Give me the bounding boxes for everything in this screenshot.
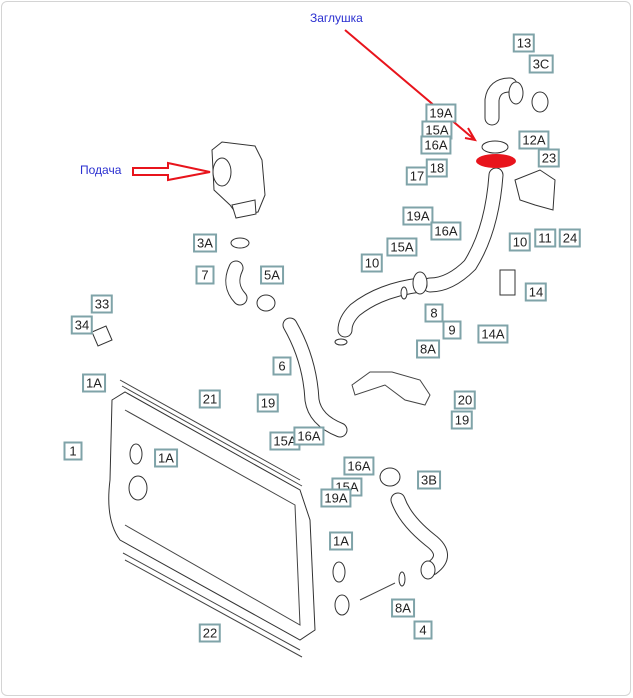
part-label[interactable]: 7 <box>195 265 215 285</box>
part-label[interactable]: 8A <box>416 339 440 359</box>
pipe-11 <box>422 167 556 296</box>
part-label[interactable]: 19A <box>402 206 434 226</box>
plug-annotation: Заглушка <box>310 11 363 25</box>
part-label[interactable]: 8A <box>391 598 415 618</box>
supply-arrow <box>132 161 211 182</box>
hose-4 <box>359 467 448 601</box>
supply-annotation: Подача <box>80 163 122 177</box>
part-label[interactable]: 24 <box>558 228 582 248</box>
part-label[interactable]: 10 <box>360 253 384 273</box>
part-label[interactable]: 22 <box>198 623 222 643</box>
part-label[interactable]: 19A <box>320 488 352 508</box>
part-label[interactable]: 16A <box>420 135 452 155</box>
part-label[interactable]: 16A <box>430 221 462 241</box>
part-label[interactable]: 10 <box>508 232 532 252</box>
part-label[interactable]: 1 <box>63 441 83 461</box>
part-label[interactable]: 23 <box>537 148 561 168</box>
hose-9 <box>334 271 428 346</box>
part-label[interactable]: 17 <box>405 166 429 186</box>
bracket-20 <box>351 371 431 406</box>
part-label[interactable]: 5A <box>260 265 284 285</box>
part-label[interactable]: 9 <box>442 320 462 340</box>
plug-marker <box>476 154 516 168</box>
part-label[interactable]: 3C <box>528 54 554 74</box>
part-label[interactable]: 14 <box>524 282 548 302</box>
part-label[interactable]: 21 <box>198 389 222 409</box>
part-label[interactable]: 20 <box>453 390 477 410</box>
part-label[interactable]: 15A <box>421 120 453 140</box>
part-label[interactable]: 33 <box>90 294 114 314</box>
part-label[interactable]: 1A <box>329 531 353 551</box>
elbow-hose-13 <box>481 77 549 154</box>
part-label[interactable]: 4 <box>413 620 433 640</box>
part-label[interactable]: 16A <box>293 426 325 446</box>
part-label[interactable]: 19 <box>450 410 474 430</box>
part-label[interactable]: 3B <box>417 470 441 490</box>
part-label[interactable]: 12A <box>518 130 550 150</box>
part-label[interactable]: 1A <box>82 373 106 393</box>
hose-6-7 <box>225 237 348 438</box>
part-label[interactable]: 14A <box>477 324 509 344</box>
part-label[interactable]: 1A <box>154 448 178 468</box>
part-label[interactable]: 18 <box>425 158 449 178</box>
part-label[interactable]: 3A <box>193 233 217 253</box>
part-label[interactable]: 15A <box>386 237 418 257</box>
part-label[interactable]: 19A <box>425 103 457 123</box>
plug-arrow <box>344 29 477 142</box>
annotation-arrows <box>132 29 477 182</box>
part-label[interactable]: 13 <box>512 33 536 53</box>
part-label[interactable]: 6 <box>272 356 292 376</box>
part-label[interactable]: 16A <box>343 456 375 476</box>
part-label[interactable]: 19 <box>256 393 280 413</box>
part-label[interactable]: 8 <box>424 303 444 323</box>
turbocharger <box>211 141 266 219</box>
part-label[interactable]: 34 <box>70 315 94 335</box>
part-label[interactable]: 11 <box>534 228 556 248</box>
